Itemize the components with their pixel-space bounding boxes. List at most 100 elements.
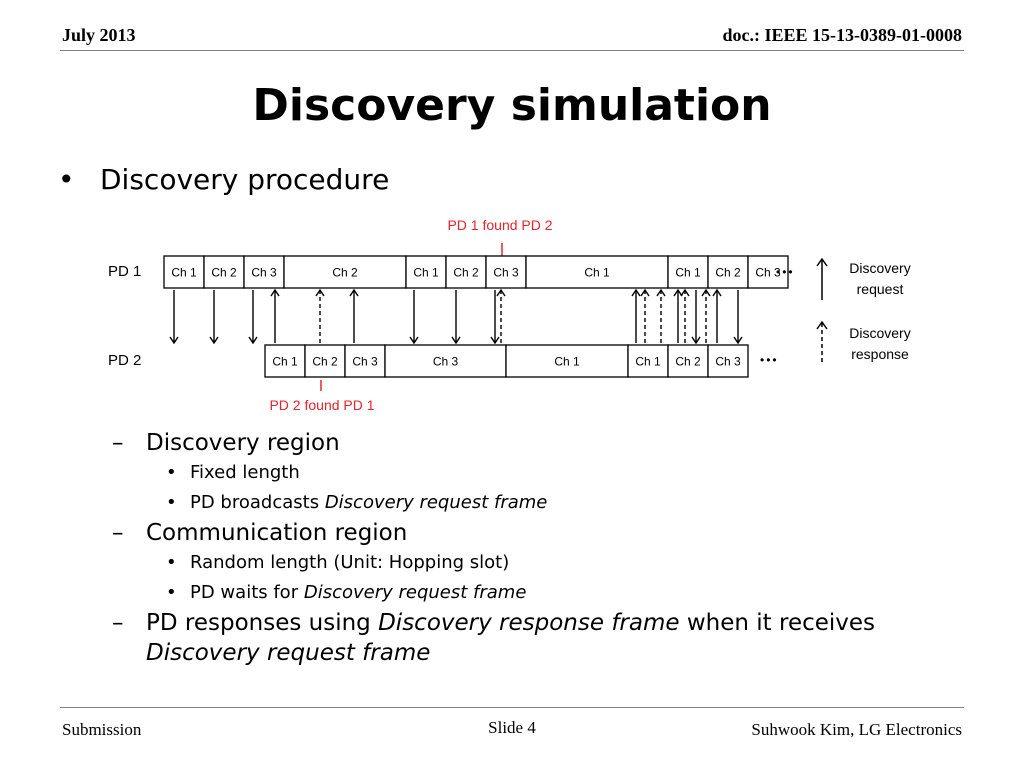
dot-marker: • [166,552,177,573]
pd2-slot-box [627,344,669,378]
pd1-slot-label: Ch 1 [584,266,610,280]
request-arrow-5-head [451,336,461,345]
pd1-slot-label: Ch 1 [171,266,197,280]
response-arrow-6-head [701,288,711,297]
arrow-layer [169,288,743,345]
sub-item-pd-responses: –PD responses using Discovery response f… [112,608,992,668]
sub-sub-item-fixed-length: •Fixed length [112,458,992,488]
main-bullet-text: Discovery procedure [100,163,390,196]
bullet-dot: • [58,163,75,196]
pd2-found-pd1-label: PD 2 found PD 1 [269,397,374,413]
pd1-slot-5: Ch 1 [405,255,447,289]
pd2-slot-label: Ch 1 [272,355,298,369]
legend-request: Discovery request [816,257,911,300]
dash-marker: – [112,430,124,456]
pd2-slot-1: Ch 1 [264,344,306,378]
request-arrow-up-5-head [712,288,722,297]
sub-item-italic-2: Discovery request frame [146,640,431,666]
pd1-slot-box [747,255,789,289]
pd2-slot-box [344,344,386,378]
response-arrow-1-head [315,288,325,297]
pd2-slot-4: Ch 3 [384,344,507,378]
pd2-slot-5: Ch 1 [505,344,629,378]
sub-item-text: Discovery region [146,430,340,456]
sub-item-text: PD responses using [146,610,379,636]
request-arrow-2-head [209,336,219,345]
sub-sub-item-text: Random length (Unit: Hopping slot) [190,552,510,573]
pd1-slot-3: Ch 3 [243,255,285,289]
pd2-slot-label: Ch 3 [352,355,378,369]
footer-submission: Submission [62,720,142,739]
pd2-slot-7: Ch 2 [667,344,709,378]
pd1-slot-11: Ch 3 [747,255,789,289]
pd2-ellipsis: ••• [760,353,779,367]
pd1-slot-box [243,255,285,289]
pd1-row-label: PD 1 [108,263,141,280]
request-arrow-3-head [248,336,258,345]
pd2-slot-2: Ch 2 [304,344,346,378]
request-arrow-1-head [169,336,179,345]
pd1-found-pd2-label: PD 1 found PD 2 [447,217,552,233]
pd1-slot-6: Ch 2 [445,255,487,289]
legend-request-line2: request [857,281,904,297]
main-bullet: • Discovery procedure [58,160,389,200]
pd1-slot-box [667,255,709,289]
pd1-slot-label: Ch 2 [715,266,741,280]
pd1-slot-label: Ch 3 [755,266,781,280]
request-arrow-up-2-head [349,288,359,297]
dot-marker: • [166,492,177,513]
pd1-slot-box [707,255,749,289]
pd2-slot-3: Ch 3 [344,344,386,378]
response-arrow-5-head [680,288,690,297]
pd1-slot-8: Ch 1 [525,255,669,289]
sub-item-discovery-region: –Discovery region [112,428,992,458]
request-arrow-6-head [490,336,500,345]
pd2-slot-row: Ch 1 Ch 2 Ch 3 Ch 3 Ch 1 Ch 1 Ch 2 Ch 3 [264,344,749,378]
pd2-slot-box [707,344,749,378]
pd2-slot-box [264,344,306,378]
response-arrow-4-head [656,288,666,297]
legend-response-line1: Discovery [849,325,910,341]
sub-sub-item-random-length: • Random length (Unit: Hopping slot) [112,548,992,578]
request-arrow-up-3-head [631,288,641,297]
legend-request-line1: Discovery [849,260,910,276]
pd2-slot-box [384,344,507,378]
sub-item-italic: Discovery response frame [378,610,680,636]
pd1-slot-1: Ch 1 [163,255,205,289]
pd2-slot-label: Ch 1 [554,355,580,369]
pd2-slot-label: Ch 2 [675,355,701,369]
dot-marker: • [166,582,177,603]
dash-marker: – [112,610,124,636]
pd2-slot-6: Ch 1 [627,344,669,378]
sub-sub-item-italic: Discovery request frame [324,492,548,513]
pd1-slot-2: Ch 2 [203,255,245,289]
response-arrow-3-head [640,288,650,297]
pd2-slot-label: Ch 3 [715,355,741,369]
pd1-slot-label: Ch 2 [211,266,237,280]
sub-sub-item-text: PD broadcasts [190,492,325,513]
dot-marker: • [166,462,177,483]
sub-sub-item-text: PD waits for [190,582,304,603]
footer-rule [60,707,964,708]
pd1-slot-label: Ch 1 [413,266,439,280]
sub-item-text-cont: when it receives [679,610,876,636]
header-date: July 2013 [62,25,136,45]
sub-item-communication-region: –Communication region [112,518,992,548]
pd1-slot-4: Ch 2 [283,255,407,289]
request-arrow-up-1-head [270,288,280,297]
slide-title: Discovery simulation [252,80,772,131]
pd1-slot-7: Ch 3 [485,255,527,289]
pd1-ellipsis: ••• [776,265,795,279]
request-arrow-7-head [691,336,701,345]
pd2-slot-label: Ch 2 [312,355,338,369]
dash-marker: – [112,520,124,546]
pd2-slot-box [667,344,709,378]
pd1-slot-box [203,255,245,289]
sub-item-text: Communication region [146,520,408,546]
request-arrow-8-head [733,336,743,345]
pd1-slot-label: Ch 3 [251,266,277,280]
pd1-slot-9: Ch 1 [667,255,709,289]
header-rule [60,50,964,51]
